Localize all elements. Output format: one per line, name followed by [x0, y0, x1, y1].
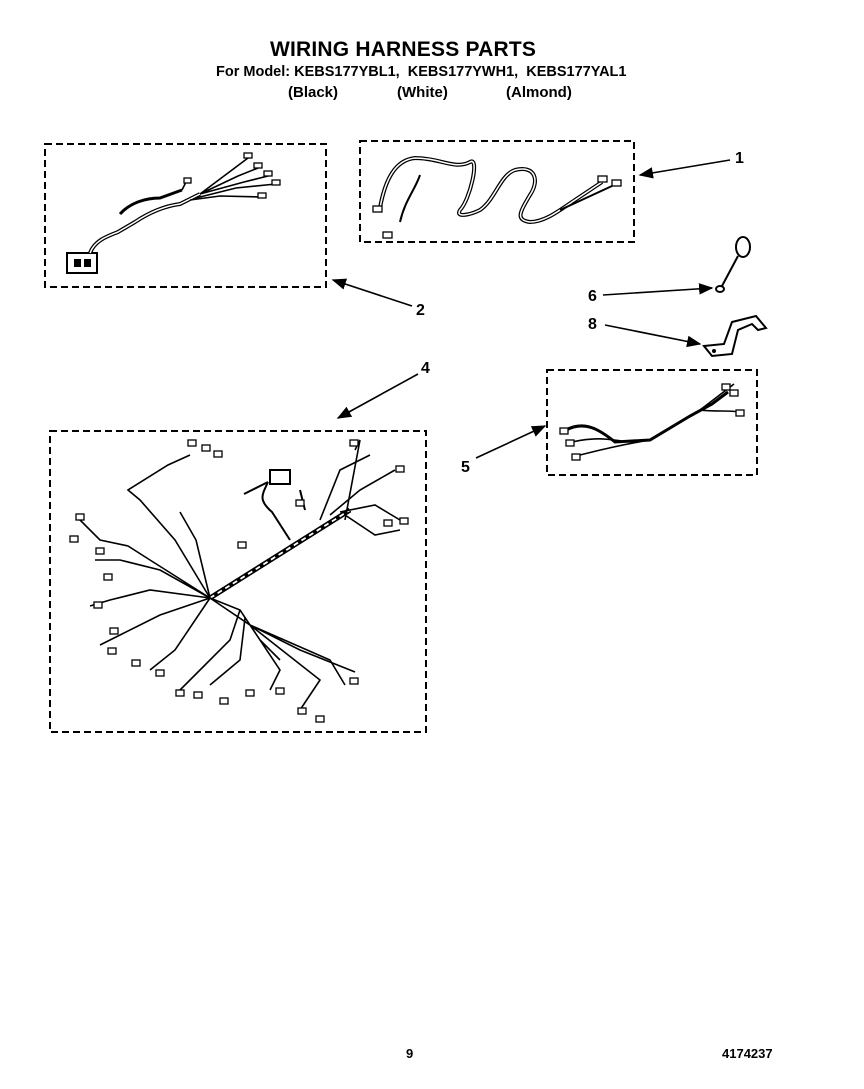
harness-part-4 [49, 430, 427, 733]
callout-number: 8 [588, 316, 597, 333]
model-prefix: For Model: [216, 64, 291, 80]
wire-tie-part-6 [715, 236, 751, 293]
harness-part-2 [44, 143, 327, 288]
model-number: KEBS177YAL1 [526, 64, 627, 80]
color-label: (Almond) [506, 84, 572, 101]
callout-number: 2 [416, 302, 425, 319]
callout-number: 1 [735, 150, 744, 167]
callout-number: 6 [588, 288, 597, 305]
page-title: WIRING HARNESS PARTS [269, 38, 537, 61]
page-number: 9 [406, 1046, 414, 1061]
leader-lines [331, 159, 731, 459]
model-number: KEBS177YWH1, [407, 64, 519, 80]
color-label: (Black) [288, 84, 339, 101]
color-label: (White) [397, 84, 448, 101]
model-number: KEBS177YBL1, [294, 64, 400, 80]
harness-part-5 [546, 369, 758, 476]
harness-part-1 [359, 140, 635, 243]
color-line: (Black) (White) (Almond) [0, 84, 864, 106]
callout-number: 4 [421, 360, 430, 377]
callout-number: 5 [461, 459, 470, 476]
document-number: 4174237 [722, 1046, 773, 1061]
model-line: For Model: KEBS177YBL1, KEBS177YWH1, KEB… [216, 64, 626, 80]
bracket-part-8 [702, 314, 768, 358]
